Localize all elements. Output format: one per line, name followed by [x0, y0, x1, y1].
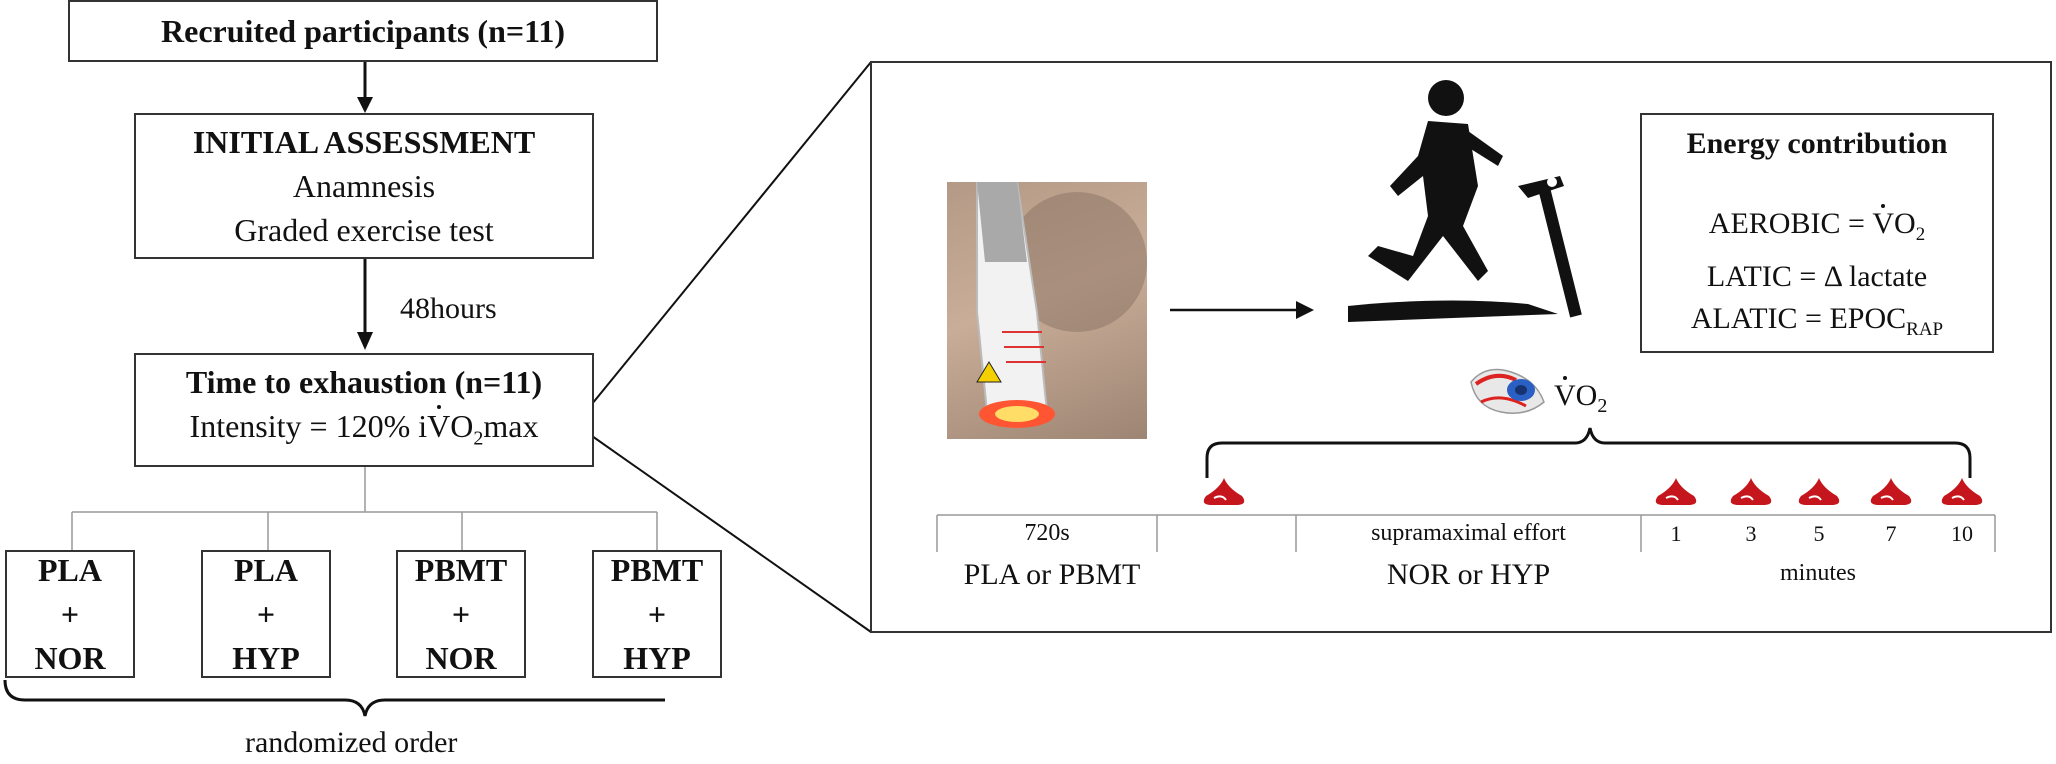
blood-drop-icon — [1941, 478, 1983, 505]
group-box-pla-nor: PLA + NOR — [5, 550, 135, 678]
energy-title: Energy contribution — [1686, 127, 1948, 160]
group-top-label: PLA — [234, 552, 298, 588]
v-dot-symbol: V — [1554, 375, 1576, 417]
timeline-supramaximal: supramaximal effort — [1371, 520, 1566, 546]
group-box-pla-hyp: PLA + HYP — [201, 550, 331, 678]
randomized-brace — [3, 679, 665, 717]
v-dot-symbol: V — [427, 404, 450, 448]
initial-assessment-box: INITIAL ASSESSMENT Anamnesis Graded exer… — [134, 113, 594, 259]
zoom-line-top — [591, 61, 872, 405]
randomized-order-label: randomized order — [245, 726, 458, 759]
group-bottom-label: HYP — [232, 640, 300, 676]
group-plus-label: + — [451, 596, 471, 632]
pbmt-device-icon — [976, 182, 1147, 428]
group-box-pbmt-nor: PBMT + NOR — [396, 550, 526, 678]
minute-5: 5 — [1813, 521, 1825, 546]
group-top-label: PBMT — [414, 552, 508, 588]
minute-1: 1 — [1670, 521, 1682, 546]
group-top-label: PBMT — [610, 552, 704, 588]
blood-drop-icon — [1655, 478, 1697, 505]
protocol-panel — [870, 61, 2052, 633]
arrow-initial-to-tte — [357, 259, 373, 350]
blood-drop-icon — [1203, 478, 1245, 505]
minute-7: 7 — [1885, 521, 1897, 546]
recruited-label: Recruited participants (n=11) — [161, 13, 565, 49]
recruited-box: Recruited participants (n=11) — [68, 0, 658, 62]
vo2-brace — [1205, 427, 1972, 478]
timeline-pla-or-pbmt: PLA or PBMT — [963, 558, 1141, 591]
group-plus-label: + — [647, 596, 667, 632]
arrow-recruited-to-initial — [357, 62, 373, 113]
vo2-label: VO2 — [1554, 375, 1607, 427]
initial-line-graded-test: Graded exercise test — [234, 212, 494, 248]
energy-contribution-box: Energy contribution AEROBIC = VO2 LATIC … — [1640, 113, 1994, 353]
initial-line-anamnesis: Anamnesis — [292, 168, 436, 204]
group-tree-lines — [71, 467, 658, 550]
initial-title: INITIAL ASSESSMENT — [192, 124, 536, 160]
energy-alatic: ALATIC = EPOCRAP — [1690, 302, 1944, 340]
timeline-minutes-label: minutes — [1780, 560, 1856, 586]
group-plus-label: + — [256, 596, 276, 632]
minute-3: 3 — [1745, 521, 1757, 546]
group-bottom-label: NOR — [34, 640, 106, 676]
energy-aerobic: AEROBIC = VO2 — [1709, 203, 1925, 256]
blood-drop-icon — [1870, 478, 1912, 505]
arrow-photo-to-runner — [1170, 301, 1314, 319]
tte-title: Time to exhaustion (n=11) — [185, 363, 543, 400]
runner-treadmill-icon — [1348, 80, 1582, 322]
timeline-bracket — [936, 514, 1996, 552]
group-bottom-label: NOR — [425, 640, 497, 676]
minute-10: 10 — [1951, 521, 1973, 546]
energy-latic: LATIC = Δ lactate — [1706, 260, 1928, 293]
tte-intensity: Intensity = 120% iVO2max — [190, 404, 538, 460]
group-top-label: PLA — [38, 552, 102, 588]
gap-48hours-label: 48hours — [400, 292, 497, 325]
group-plus-label: + — [60, 596, 80, 632]
zoom-line-bottom — [591, 435, 872, 633]
v-dot-symbol: V — [1872, 203, 1894, 245]
gas-analyzer-mask-icon — [1470, 368, 1545, 414]
pbmt-device-photo — [947, 182, 1147, 439]
group-bottom-label: HYP — [623, 640, 691, 676]
group-box-pbmt-hyp: PBMT + HYP — [592, 550, 722, 678]
blood-drop-icon — [1798, 478, 1840, 505]
tte-box: Time to exhaustion (n=11) Intensity = 12… — [134, 353, 594, 467]
blood-drop-icon — [1730, 478, 1772, 505]
timeline-nor-or-hyp: NOR or HYP — [1386, 558, 1551, 591]
timeline-720s: 720s — [1024, 520, 1070, 546]
